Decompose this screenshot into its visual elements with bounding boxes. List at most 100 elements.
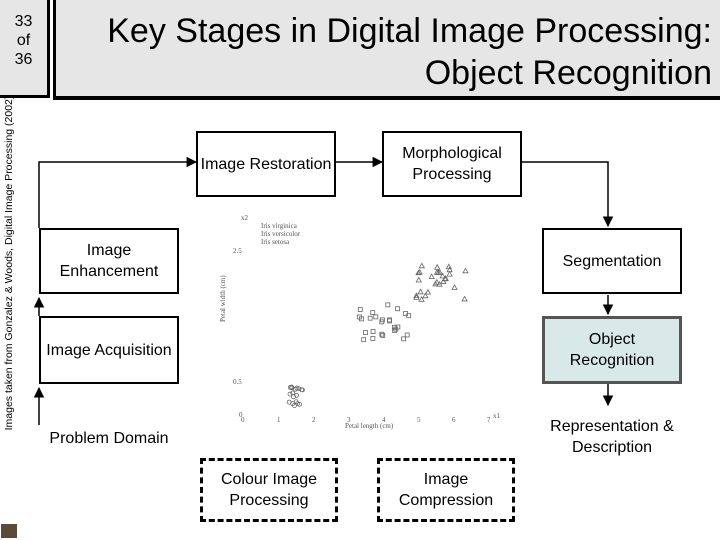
representation-description-label: Representation & Description — [550, 418, 674, 456]
colour-processing-label: Colour Image Processing — [220, 471, 318, 509]
scatter-point — [289, 384, 295, 390]
segmentation-box: Segmentation — [542, 228, 682, 294]
scatter-point — [435, 269, 442, 275]
scatter-point — [370, 310, 376, 315]
scatter-point — [361, 337, 367, 343]
scatter-point — [392, 328, 398, 333]
problem-domain-box: Problem Domain — [39, 425, 179, 451]
scatter-point — [439, 272, 446, 279]
image-restoration-box: Image Restoration — [196, 131, 336, 197]
scatter-point — [393, 326, 399, 332]
arrow-enhancement-to-restoration — [38, 156, 198, 228]
scatter-point — [286, 399, 292, 405]
scatter-point — [461, 295, 468, 302]
scatter-point — [356, 314, 362, 320]
x-tick-5: 5 — [417, 416, 421, 424]
scatter-point — [401, 336, 407, 342]
scatter-point — [451, 284, 458, 290]
iris-scatter-plot: x2 x1 Iris virginica Iris versicolor Iri… — [219, 214, 501, 430]
x-tick-0: 0 — [241, 416, 245, 424]
image-enhancement-box: Image Enhancement — [39, 228, 179, 294]
y-axis-name: x2 — [241, 214, 249, 222]
problem-domain-label: Problem Domain — [49, 429, 169, 447]
slide-current: 33 — [14, 13, 33, 30]
scatter-point — [413, 294, 420, 300]
x-tick-6: 6 — [452, 416, 456, 424]
x-tick-7: 7 — [487, 416, 491, 424]
image-enhancement-label: Image Enhancement — [59, 242, 159, 280]
image-compression-label: Image Compression — [398, 471, 494, 509]
scatter-point — [428, 273, 435, 280]
scatter-point — [416, 268, 423, 275]
scatter-point — [417, 288, 424, 295]
x-tick-2: 2 — [312, 416, 316, 424]
scatter-point — [413, 292, 420, 299]
scatter-point — [418, 296, 425, 302]
title-line-1: Key Stages in Digital Image Processing: — [107, 12, 712, 50]
x-axis-label: Petal length (cm) — [345, 422, 394, 430]
logo-icon — [1, 524, 17, 538]
scatter-point — [379, 331, 385, 337]
scatter-point — [380, 333, 386, 338]
legend-virginica: Iris virginica — [261, 222, 298, 230]
image-restoration-label: Image Restoration — [200, 155, 332, 173]
image-acquisition-label: Image Acquisition — [46, 341, 172, 359]
x-tick-4: 4 — [382, 416, 386, 424]
scatter-point — [294, 392, 300, 398]
page-title: Key Stages in Digital Image Processing: … — [107, 10, 712, 94]
scatter-point — [432, 280, 439, 287]
scatter-point — [290, 390, 296, 396]
sidebar: Images taken from Gonzalez & Woods, Digi… — [0, 0, 18, 540]
scatter-point — [363, 330, 368, 335]
y-tick-0: 0 — [239, 411, 243, 419]
scatter-point — [296, 386, 302, 392]
scatter-point — [403, 311, 409, 316]
scatter-point — [440, 278, 447, 284]
segmentation-label: Segmentation — [562, 252, 662, 270]
scatter-point — [357, 307, 363, 312]
slide-of: of — [16, 32, 31, 49]
image-compression-box: Image Compression — [377, 458, 515, 522]
scatter-point — [415, 269, 422, 276]
representation-description-box: Representation & Description — [542, 407, 682, 467]
title-bar: Key Stages in Digital Image Processing: … — [53, 0, 720, 100]
scatter-point — [385, 302, 391, 308]
scatter-point — [387, 318, 392, 324]
y-tick-2.5: 2.5 — [233, 247, 242, 255]
scatter-point — [422, 292, 429, 299]
scatter-point — [395, 306, 401, 312]
scatter-point — [287, 391, 293, 397]
scatter-point — [293, 386, 298, 392]
slide-total: 36 — [14, 51, 33, 68]
image-acquisition-box: Image Acquisition — [39, 316, 179, 384]
object-recognition-label: Object Recognition — [569, 331, 655, 369]
scatter-point — [418, 262, 426, 269]
legend-versicolor: Iris versicolor — [261, 230, 301, 238]
scatter-point — [415, 276, 422, 283]
object-recognition-box: Object Recognition — [542, 316, 682, 384]
colour-processing-box: Colour Image Processing — [200, 458, 338, 522]
arrow-morphological-to-segmentation — [522, 161, 614, 228]
scatter-point — [370, 329, 376, 334]
scatter-point — [373, 314, 379, 320]
morphological-processing-box: Morphological Processing — [382, 131, 522, 197]
scatter-point — [462, 267, 469, 274]
scatter-point — [446, 270, 453, 277]
scatter-point — [293, 399, 299, 405]
scatter-point — [299, 387, 305, 393]
scatter-point — [387, 317, 392, 323]
y-axis-label: Petal width (cm) — [219, 275, 227, 322]
scatter-points — [286, 262, 469, 409]
scatter-point — [367, 315, 373, 321]
morphological-processing-label: Morphological Processing — [402, 145, 502, 183]
slide-number: 33 of 36 — [0, 0, 50, 98]
scatter-point — [424, 288, 432, 295]
y-tick-0.5: 0.5 — [233, 378, 242, 386]
x-axis-name: x1 — [493, 412, 501, 420]
scatter-point — [380, 317, 385, 323]
x-tick-3: 3 — [347, 416, 351, 424]
x-tick-1: 1 — [277, 416, 281, 424]
scatter-point — [370, 336, 376, 341]
scatter-point — [442, 275, 449, 281]
